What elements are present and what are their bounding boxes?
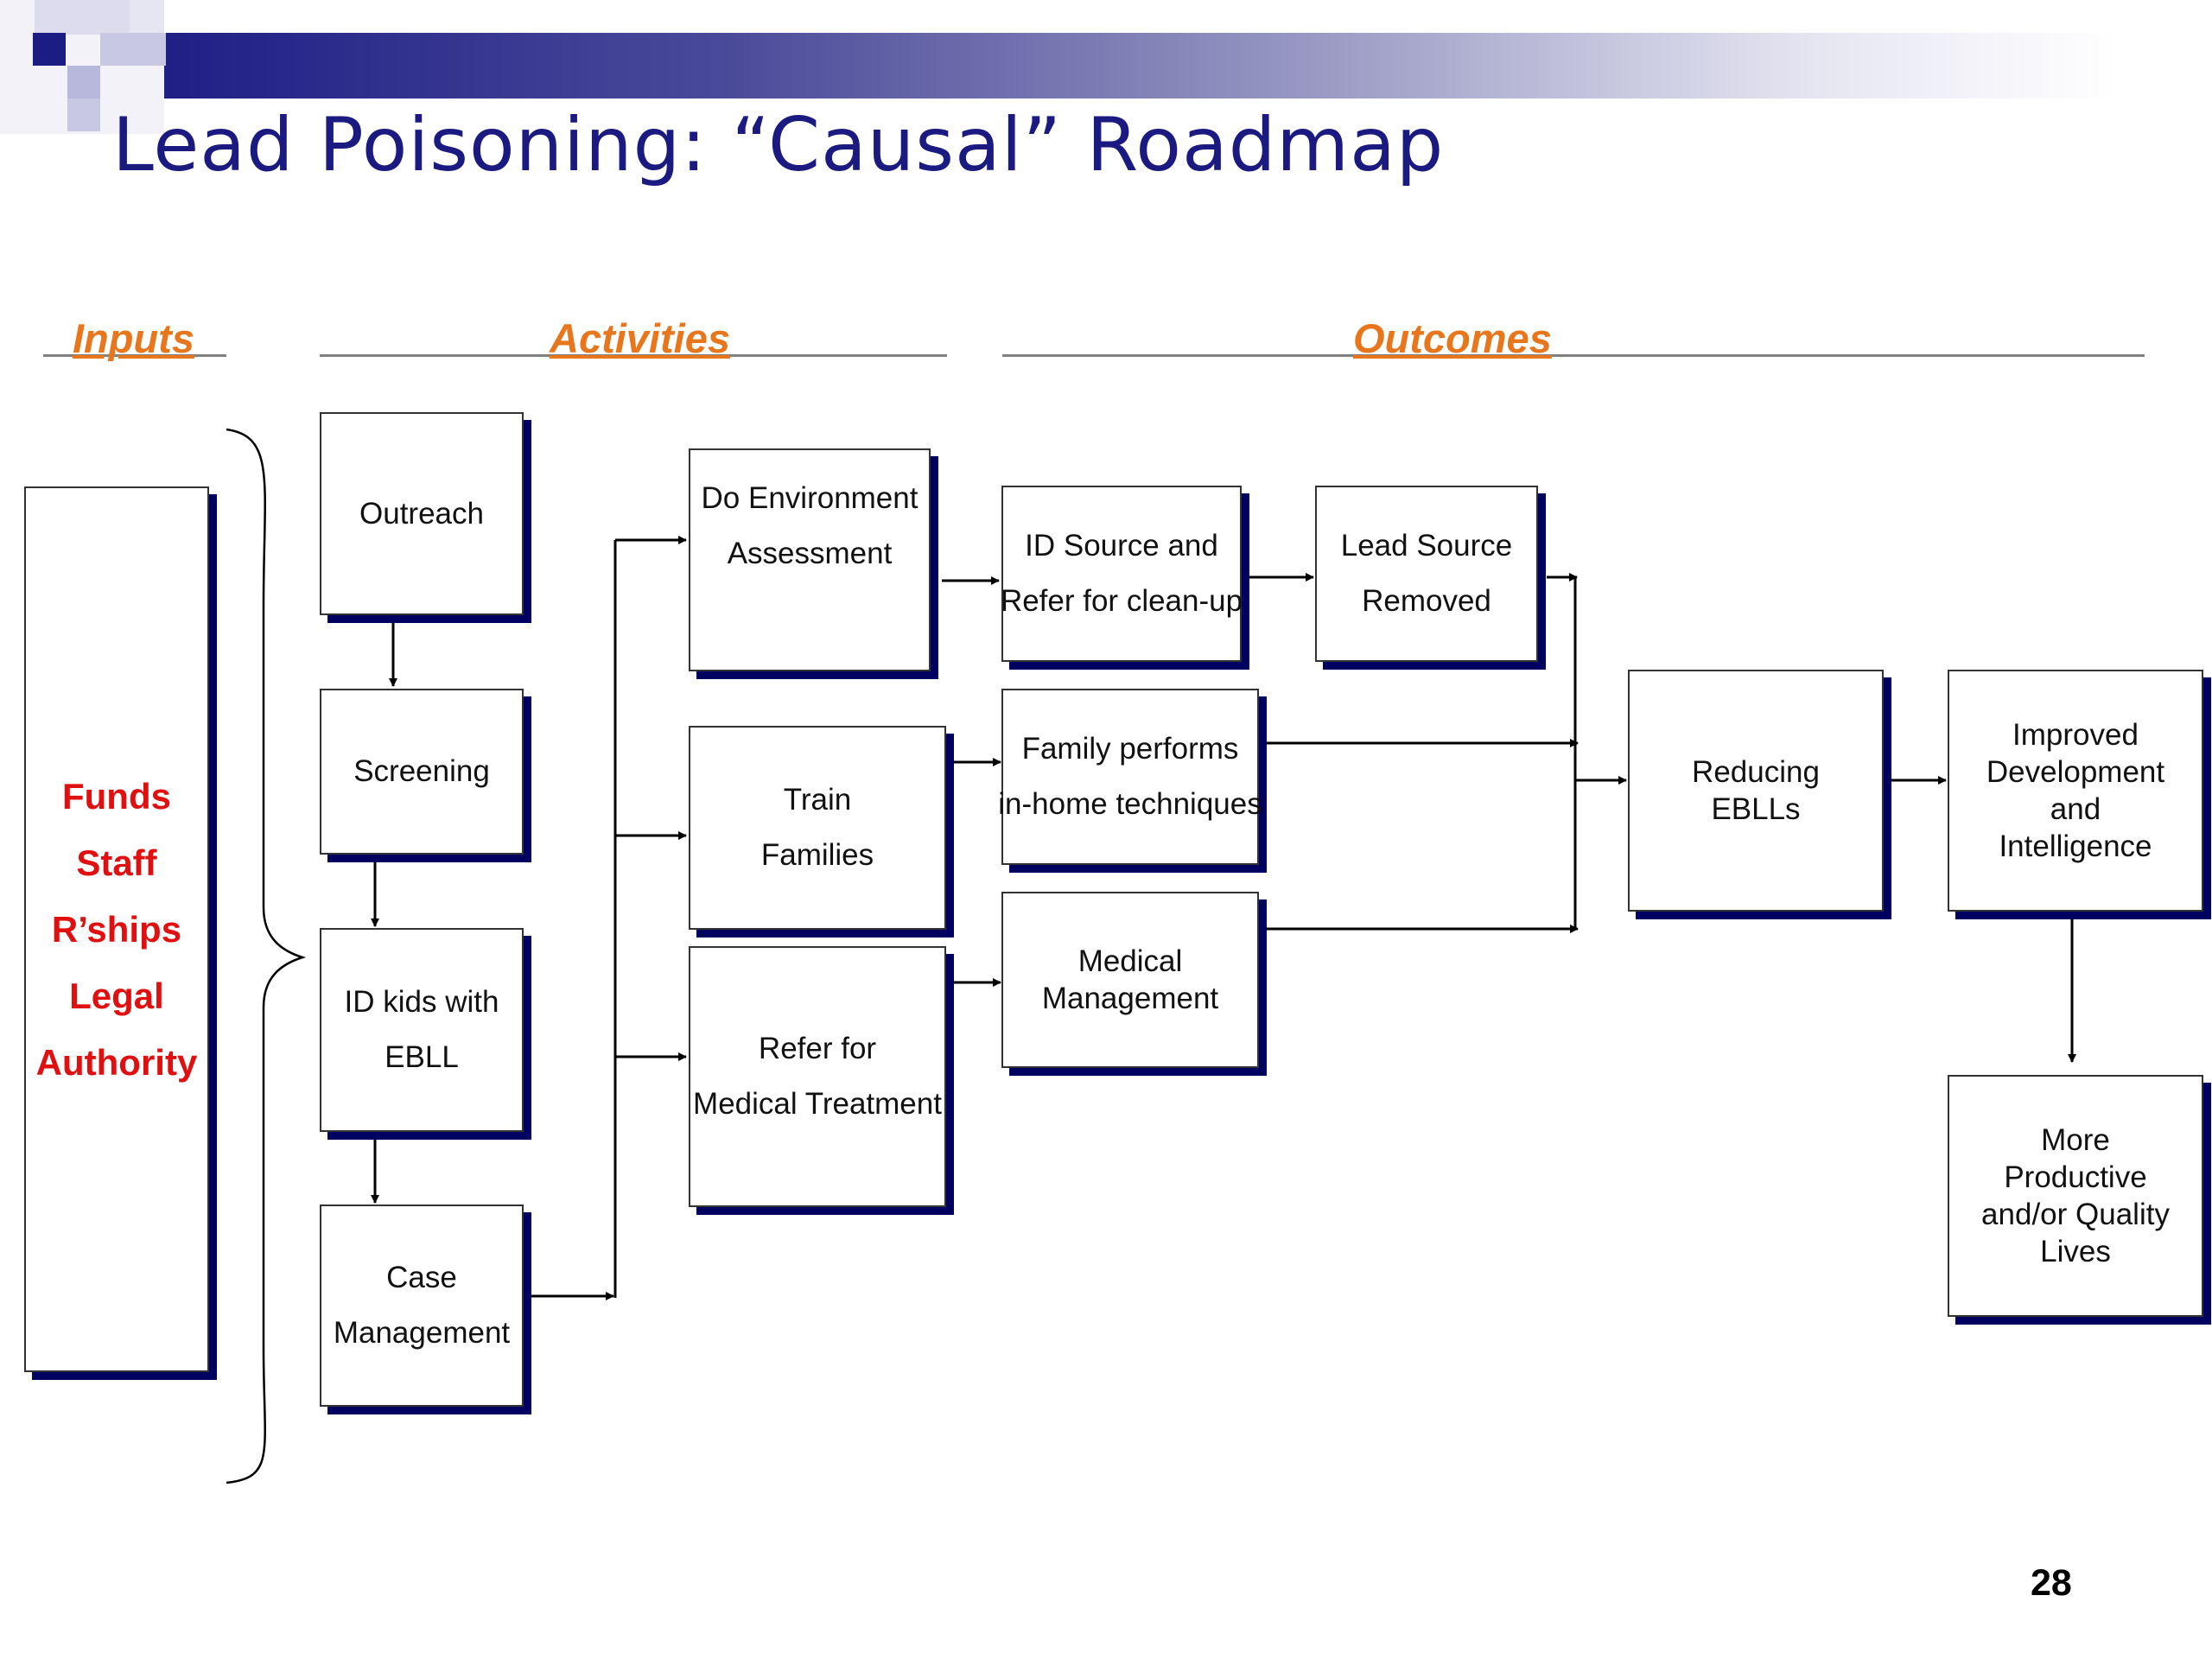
box-label: EBLL	[385, 1040, 459, 1074]
activity-case-management-box: Case Management	[320, 1205, 524, 1407]
box-label: in-home techniques	[998, 787, 1262, 821]
header-gradient-bar	[130, 33, 2117, 99]
inputs-box: Funds Staff R’ships Legal Authority	[24, 486, 209, 1372]
box-label: Refer for clean-up	[1000, 584, 1243, 618]
box-label: ID kids with	[344, 985, 499, 1019]
box-label: Intelligence	[1999, 830, 2152, 863]
header-decor-square	[130, 0, 164, 33]
header-decor-square	[100, 33, 166, 66]
box-label: Families	[760, 838, 874, 872]
page-number: 28	[2031, 1562, 2072, 1604]
activity-train-families-box: Train Families	[689, 726, 946, 930]
box-label: Removed	[1362, 584, 1491, 618]
input-authority: Authority	[35, 1042, 198, 1083]
section-label-outcomes: Outcomes	[1353, 315, 1552, 361]
input-legal: Legal	[69, 976, 164, 1016]
header-decor-square	[67, 99, 100, 131]
box-label: Train	[783, 783, 852, 817]
outcome-family-performs-box: Family performs in-home techniques	[998, 689, 1262, 865]
input-staff: Staff	[76, 842, 157, 883]
box-label: Family performs	[1021, 732, 1239, 766]
box-label: Lead Source	[1340, 529, 1513, 563]
input-relationships: R’ships	[51, 909, 182, 950]
box-label: Do Environment	[701, 481, 918, 515]
header-decor-square	[33, 33, 66, 66]
activity-id-kids-box: ID kids with EBLL	[320, 928, 524, 1132]
box-label: Outreach	[359, 496, 484, 531]
outcome-id-source-box: ID Source and Refer for clean-up	[1000, 486, 1243, 662]
box-label: and/or Quality	[1981, 1198, 2170, 1231]
outcome-reducing-ebll-box: Reducing EBLLs	[1628, 670, 1884, 912]
box-label: Management	[333, 1316, 511, 1350]
box-label: Productive	[2004, 1160, 2147, 1194]
box-label: Refer for	[758, 1032, 877, 1065]
inputs-rule	[43, 354, 226, 357]
activity-screening-box: Screening	[320, 689, 524, 855]
box-label: Assessment	[727, 537, 893, 570]
box-label: Case	[386, 1261, 457, 1294]
box-label: EBLLs	[1711, 792, 1801, 826]
box-label: Medical	[1077, 944, 1183, 978]
box-label: and	[2050, 792, 2101, 826]
activity-environment-box: Do Environment Assessment	[689, 448, 931, 671]
activity-refer-box: Refer for Medical Treatment	[689, 946, 946, 1207]
outcome-improved-development-box: Improved Development and Intelligence	[1948, 670, 2203, 912]
box-label: More	[2041, 1123, 2110, 1157]
activity-outreach-box: Outreach	[320, 412, 524, 615]
box-label: Management	[1041, 982, 1219, 1015]
outcome-lead-removed-box: Lead Source Removed	[1315, 486, 1538, 662]
box-label: Lives	[2040, 1235, 2111, 1268]
input-funds: Funds	[62, 776, 171, 817]
box-label: ID Source and	[1025, 529, 1218, 563]
box-label: Screening	[353, 754, 490, 788]
section-label-activities: Activities	[550, 315, 730, 361]
outcome-productive-lives-box: More Productive and/or Quality Lives	[1948, 1075, 2203, 1317]
box-label: Reducing	[1692, 755, 1820, 789]
header-decor-square	[67, 66, 100, 99]
box-label: Improved	[2012, 718, 2139, 752]
section-label-inputs: Inputs	[73, 315, 194, 361]
activities-rule	[320, 354, 947, 357]
outcomes-rule	[1002, 354, 2145, 357]
slide-title: Lead Poisoning: “Causal” Roadmap	[112, 102, 1445, 188]
box-label: Development	[1986, 755, 2165, 789]
outcome-medical-management-box: Medical Management	[1001, 892, 1259, 1068]
box-label: Medical Treatment	[693, 1087, 942, 1121]
